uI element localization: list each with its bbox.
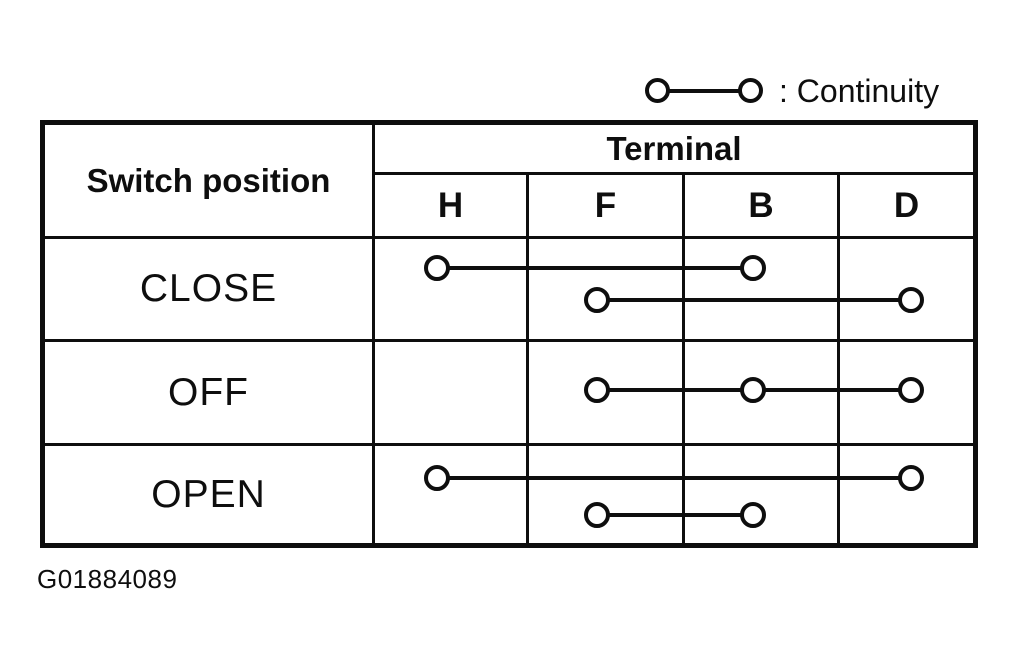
- continuity-circle-d: [898, 287, 924, 313]
- continuity-symbol-circle-right: [738, 78, 763, 103]
- terminal-header-d: D: [893, 185, 920, 225]
- continuity-circle-b: [740, 255, 766, 281]
- continuity-line-f-b: [597, 513, 753, 517]
- grid-line-off-open: [45, 443, 973, 446]
- terminal-header-h: H: [437, 185, 464, 225]
- continuity-symbol-line: [657, 89, 751, 93]
- legend-label: : Continuity: [779, 73, 940, 109]
- continuity-circle-h: [424, 465, 450, 491]
- row-label-off: OFF: [168, 370, 249, 414]
- continuity-circle-b: [740, 377, 766, 403]
- continuity-circle-d: [898, 377, 924, 403]
- terminal-header-b: B: [748, 185, 774, 225]
- continuity-circle-f: [584, 287, 610, 313]
- continuity-layer: [45, 125, 973, 543]
- figure-id: G01884089: [37, 564, 178, 594]
- continuity-circle-d: [898, 465, 924, 491]
- grid-line-f-b: [682, 173, 685, 543]
- grid-line-close-off: [45, 339, 973, 342]
- grid-line-under-header: [45, 236, 973, 239]
- grid-line-h-f: [526, 173, 529, 543]
- grid-line-switch-terminal: [372, 125, 375, 543]
- continuity-line-f-d: [597, 298, 911, 302]
- continuity-line-h-d: [437, 476, 911, 480]
- continuity-line-h-b: [437, 266, 753, 270]
- row-label-open: OPEN: [151, 472, 266, 516]
- continuity-symbol-circle-left: [645, 78, 670, 103]
- corner-header-switch-position: Switch position: [86, 161, 331, 199]
- grid-line-b-d: [837, 173, 840, 543]
- continuity-circle-b: [740, 502, 766, 528]
- continuity-circle-f: [584, 502, 610, 528]
- continuity-table: Switch position Terminal H F B D CLOSE O…: [40, 120, 978, 548]
- grid-line-under-terminal: [372, 172, 973, 175]
- continuity-circle-f: [584, 377, 610, 403]
- continuity-circle-h: [424, 255, 450, 281]
- terminal-header-f: F: [594, 185, 617, 225]
- row-label-close: CLOSE: [139, 267, 278, 310]
- group-header-terminal: Terminal: [606, 129, 742, 167]
